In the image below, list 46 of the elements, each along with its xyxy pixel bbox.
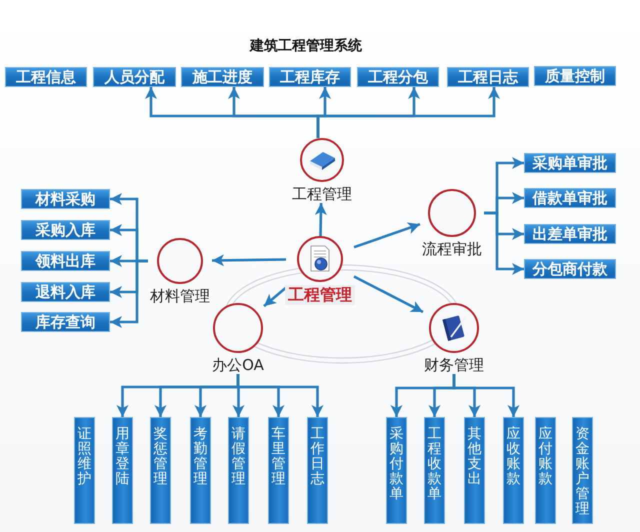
title: 建筑工程管理系统 xyxy=(250,37,362,55)
module-box: 工作日志 xyxy=(307,417,328,524)
module-box: 采购付款单 xyxy=(386,417,407,524)
module-box: 考勤管理 xyxy=(190,417,211,524)
arrow xyxy=(354,222,420,248)
module-box: 用章登陆 xyxy=(112,417,133,524)
module-box: 借款单审批 xyxy=(524,188,616,208)
module-box: 工程库存 xyxy=(269,67,351,87)
module-box: 采购入库 xyxy=(21,220,110,240)
module-box: 其他支出 xyxy=(464,417,485,524)
arrow xyxy=(263,286,287,308)
module-box: 分包商付款 xyxy=(524,259,616,279)
node-label: 办公OA xyxy=(212,356,264,374)
module-box: 车里管理 xyxy=(268,417,289,524)
node-label: 工程管理 xyxy=(285,285,355,305)
arrow xyxy=(212,254,286,266)
arrow xyxy=(452,374,520,417)
module-box: 资金账户管理 xyxy=(572,417,593,524)
arrow xyxy=(314,202,327,236)
module-box: 工程收款单 xyxy=(424,417,445,524)
arrow xyxy=(484,212,524,275)
module-box: 应付账款 xyxy=(535,417,556,524)
module-box: 工程信息 xyxy=(5,67,87,87)
arrow xyxy=(236,374,324,417)
module-box: 出差单审批 xyxy=(524,224,616,244)
node-label: 流程审批 xyxy=(422,240,482,258)
module-box: 证照维护 xyxy=(74,417,95,524)
module-box: 退料入库 xyxy=(21,282,110,302)
module-box: 质量控制 xyxy=(534,66,616,86)
module-box: 采购单审批 xyxy=(524,153,616,173)
module-box: 领料出库 xyxy=(21,251,110,271)
module-box: 施工进度 xyxy=(181,67,264,87)
module-box: 工程分包 xyxy=(357,67,439,87)
arrow xyxy=(316,87,500,138)
module-box: 工程日志 xyxy=(447,67,529,87)
node-label: 材料管理 xyxy=(150,287,210,305)
module-box: 请假管理 xyxy=(228,417,249,524)
arrow xyxy=(110,260,148,328)
module-box: 应收账款 xyxy=(503,417,524,524)
module-box: 人员分配 xyxy=(93,67,176,87)
module-box: 奖惩管理 xyxy=(150,417,171,524)
arrow xyxy=(353,275,424,314)
node-label: 工程管理 xyxy=(292,185,352,203)
module-box: 材料采购 xyxy=(21,189,110,209)
module-box: 库存查询 xyxy=(21,312,110,332)
node-label: 财务管理 xyxy=(424,356,484,374)
